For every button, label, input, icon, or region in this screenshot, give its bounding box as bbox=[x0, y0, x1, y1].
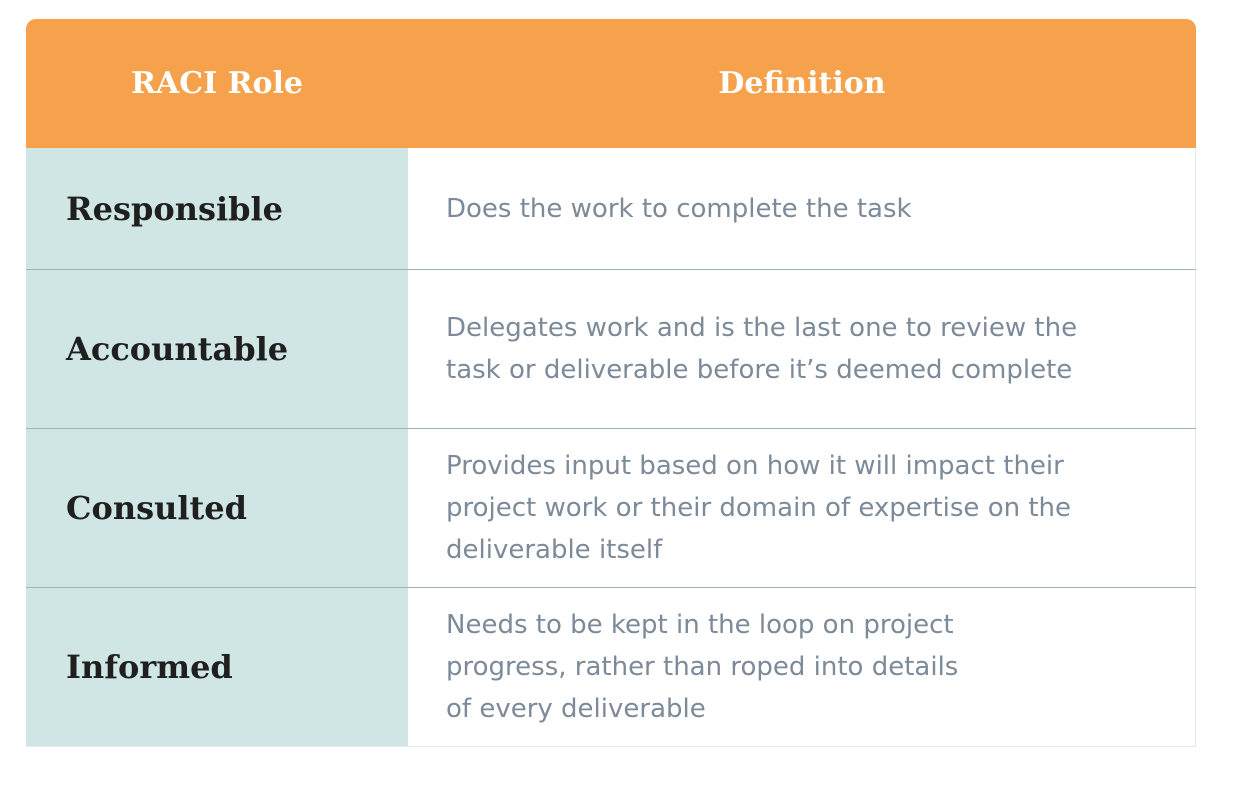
header-raci-role: RACI Role bbox=[131, 66, 303, 101]
definition-text: Does the work to complete the task bbox=[446, 193, 912, 224]
table-header-row: RACI Role Definition bbox=[26, 19, 1196, 148]
table-row-accountable: Accountable Delegates work and is the la… bbox=[26, 270, 1196, 429]
definition-cell-responsible: Does the work to complete the task bbox=[408, 148, 1196, 269]
role-cell-consulted: Consulted bbox=[26, 429, 408, 587]
table-row-informed: Informed Needs to be kept in the loop on… bbox=[26, 588, 1196, 747]
definition-text: Provides input based on how it will impa… bbox=[446, 451, 1072, 565]
definition-text: Needs to be kept in the loop on project … bbox=[446, 610, 959, 724]
definition-cell-informed: Needs to be kept in the loop on project … bbox=[408, 588, 1196, 746]
definition-cell-consulted: Provides input based on how it will impa… bbox=[408, 429, 1196, 587]
role-cell-informed: Informed bbox=[26, 588, 408, 746]
table-row-consulted: Consulted Provides input based on how it… bbox=[26, 429, 1196, 588]
raci-table: RACI Role Definition Responsible Does th… bbox=[26, 19, 1196, 747]
role-cell-responsible: Responsible bbox=[26, 148, 408, 269]
definition-text: Delegates work and is the last one to re… bbox=[446, 313, 1078, 385]
role-cell-accountable: Accountable bbox=[26, 270, 408, 428]
table-row-responsible: Responsible Does the work to complete th… bbox=[26, 148, 1196, 270]
definition-cell-accountable: Delegates work and is the last one to re… bbox=[408, 270, 1196, 428]
header-definition: Definition bbox=[718, 66, 886, 101]
